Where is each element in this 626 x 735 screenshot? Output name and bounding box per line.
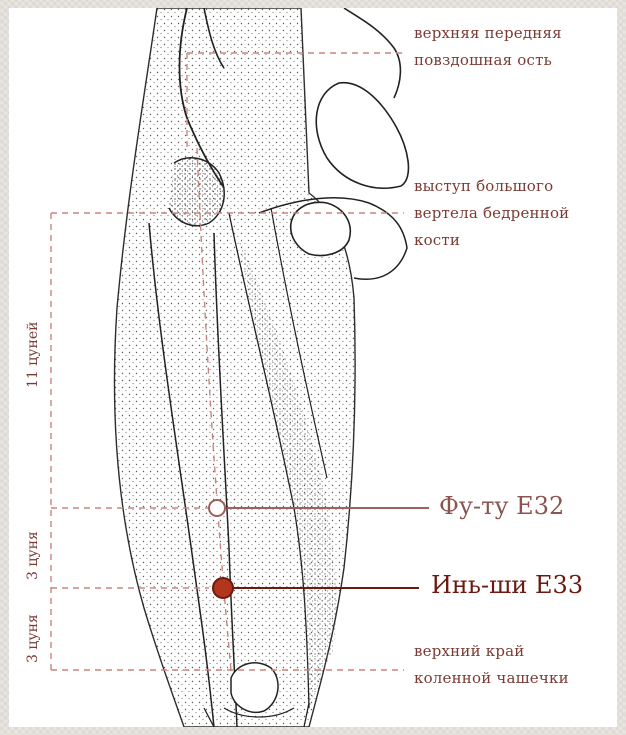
obturator-foramen [316, 83, 408, 189]
point-e32-marker [209, 500, 225, 516]
measure-11-cun: 11 цуней [25, 322, 41, 388]
point-e32-label: Фу-ту E32 [439, 492, 564, 520]
diagram-panel: верхняя передняя повздошная ость выступ … [9, 8, 617, 727]
trochanter-label-line2: вертела бедренной [414, 200, 569, 227]
asis-label-line1: верхняя передняя [414, 20, 562, 47]
point-e33-label: Инь-ши E33 [431, 571, 583, 599]
femoral-head [291, 202, 351, 255]
point-e33-marker [213, 578, 233, 598]
patella-label-line1: верхний край [414, 638, 569, 665]
patella-label-line2: коленной чашечки [414, 665, 569, 692]
trochanter-label-line1: выступ большого [414, 173, 569, 200]
asis-label-line2: повздошная ость [414, 47, 562, 74]
asis-label: верхняя передняя повздошная ость [414, 20, 562, 74]
trochanter-label-line3: кости [414, 227, 569, 254]
greater-trochanter [169, 158, 224, 226]
measure-3-cun-middle: 3 цуня [25, 531, 41, 580]
trochanter-label: выступ большого вертела бедренной кости [414, 173, 569, 254]
measure-3-cun-lower: 3 цуня [25, 614, 41, 663]
patella-label: верхний край коленной чашечки [414, 638, 569, 692]
leg-illustration [9, 8, 617, 727]
